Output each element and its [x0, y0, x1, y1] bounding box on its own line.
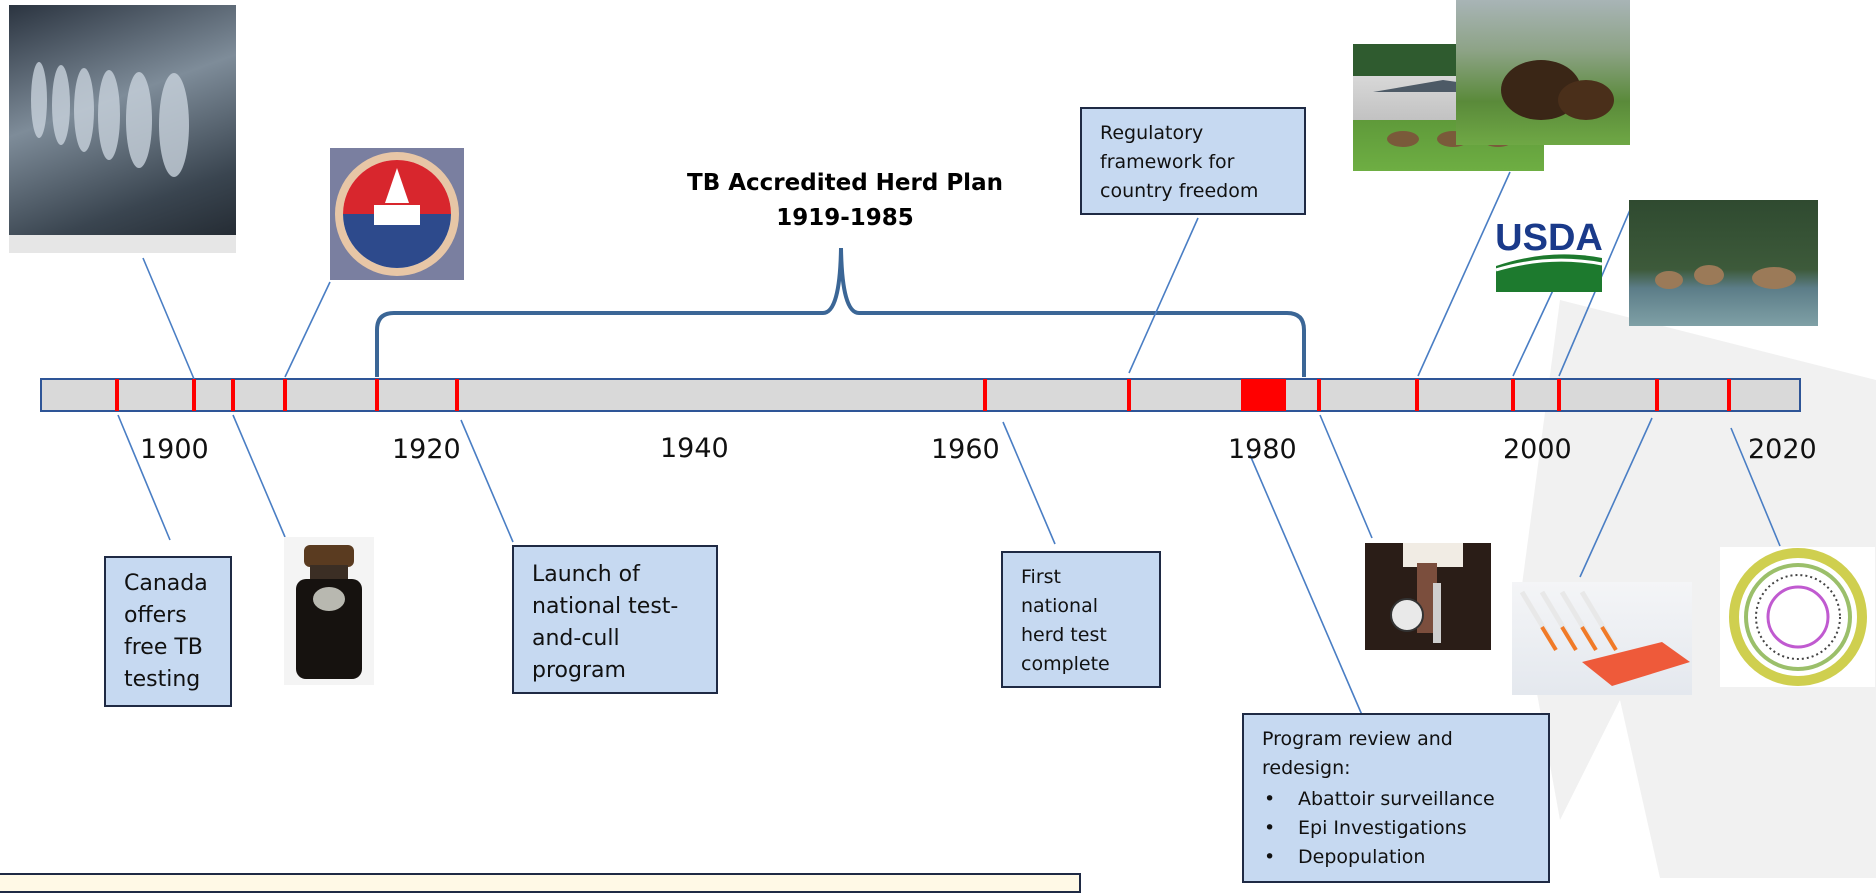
tick-7 — [983, 379, 987, 411]
event-box-regulatory: Regulatory framework for country freedom — [1080, 107, 1306, 215]
year-label-2020: 2020 — [1748, 434, 1817, 465]
review-item: Abattoir surveillance — [1264, 785, 1530, 814]
usda-logo-text: USDA — [1496, 217, 1602, 259]
herd-plan-title-line1: TB Accredited Herd Plan — [687, 170, 1003, 196]
event-text-canada: Canada offers free TB testing — [124, 571, 208, 692]
review-item: Depopulation — [1264, 843, 1530, 872]
wild-elk-photo — [1629, 200, 1818, 326]
bottom-note-box — [0, 873, 1081, 893]
connector-abattoir — [142, 257, 195, 380]
event-text-regulatory: Regulatory framework for country freedom — [1100, 122, 1259, 202]
year-label-1960: 1960 — [931, 434, 1000, 465]
event-box-review: Program review and redesign: Abattoir su… — [1242, 713, 1550, 883]
raw-milk-cap-icon — [330, 148, 464, 280]
year-label-1980: 1980 — [1228, 434, 1297, 465]
tuberculin-bottle-photo — [284, 537, 374, 685]
year-label-1900: 1900 — [140, 434, 209, 465]
connector-review — [1249, 454, 1363, 716]
review-list: Abattoir surveillance Epi Investigations… — [1262, 785, 1530, 872]
tick-6 — [455, 379, 459, 411]
connector-farmed-elk — [1417, 171, 1511, 377]
review-item: Epi Investigations — [1264, 814, 1530, 843]
herd-plan-title-line2: 1919-1985 — [776, 205, 914, 231]
tick-5 — [375, 379, 379, 411]
tick-1 — [115, 379, 119, 411]
year-label-1920: 1920 — [392, 434, 461, 465]
event-box-canada: Canada offers free TB testing — [104, 556, 232, 707]
connector-regulatory — [1128, 217, 1199, 374]
abattoir-photo — [9, 5, 236, 253]
caliper-skin-test-photo — [1365, 543, 1491, 650]
connector-lines — [117, 171, 1781, 716]
herd-plan-title: TB Accredited Herd Plan 1919-1985 — [660, 166, 1030, 236]
bison-photo — [1456, 0, 1630, 145]
event-box-first-test: First national herd test complete — [1001, 551, 1161, 688]
usda-logo: USDA — [1496, 214, 1602, 292]
event-text-launch: Launch of national test-and-cull program — [532, 562, 679, 683]
event-box-launch: Launch of national test-and-cull program — [512, 545, 718, 694]
tick-11 — [1511, 379, 1515, 411]
connector-milkcap — [284, 281, 331, 378]
herd-plan-brace — [375, 247, 1306, 377]
connector-pcr — [1579, 417, 1653, 578]
connector-usda — [1512, 285, 1556, 377]
event-text-first-test: First national herd test complete — [1021, 566, 1110, 675]
tick-14 — [1727, 379, 1731, 411]
tick-3 — [231, 379, 235, 411]
tick-8 — [1127, 379, 1131, 411]
pcr-pipette-photo — [1512, 582, 1692, 695]
tick-block — [1241, 379, 1286, 411]
review-heading: Program review and redesign: — [1262, 728, 1453, 779]
connector-first-test — [1002, 421, 1056, 545]
connector-caliper — [1319, 414, 1373, 539]
connector-genome — [1730, 427, 1781, 547]
year-label-1940: 1940 — [660, 433, 729, 464]
year-label-2000: 2000 — [1503, 434, 1572, 465]
tick-9 — [1317, 379, 1321, 411]
connector-canada — [117, 414, 171, 541]
genome-circle-diagram — [1720, 547, 1875, 687]
connector-bottle — [232, 414, 286, 538]
tick-10 — [1415, 379, 1419, 411]
tick-4 — [283, 379, 287, 411]
connector-launch — [460, 419, 514, 543]
timeline-bar — [40, 378, 1801, 412]
timeline-ticks — [115, 379, 1731, 411]
tick-13 — [1655, 379, 1659, 411]
tick-12 — [1557, 379, 1561, 411]
background-chevron-shape — [1520, 300, 1876, 878]
tick-2 — [192, 379, 196, 411]
connector-wild-elk — [1558, 209, 1631, 377]
